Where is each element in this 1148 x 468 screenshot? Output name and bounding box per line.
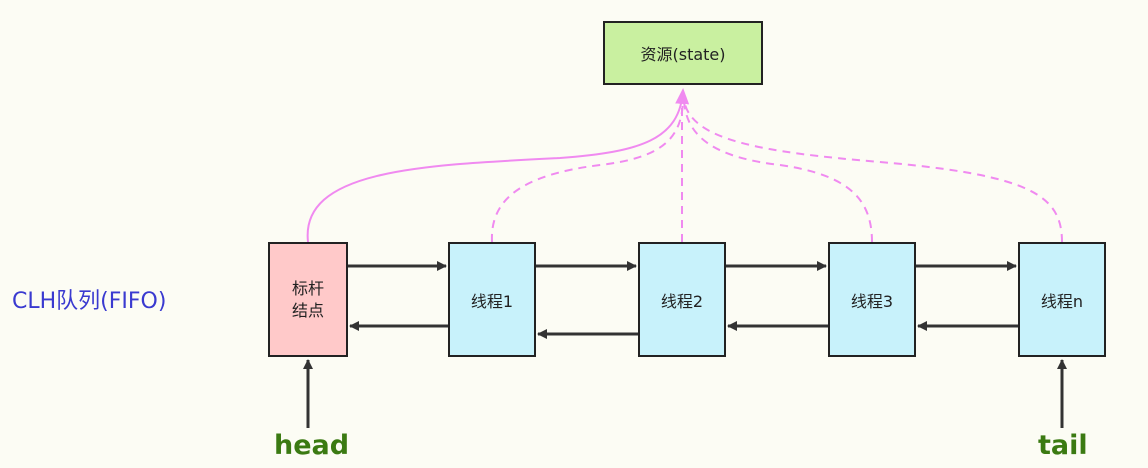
resource-state-node: 资源(state) [603, 21, 763, 85]
clh-queue-label: CLH队列(FIFO) [12, 289, 167, 314]
thread-node-3: 线程3 [828, 242, 916, 357]
thread-node-1: 线程1 [448, 242, 536, 357]
sentinel-node: 标杆 结点 [268, 242, 348, 357]
thread-node-2: 线程2 [638, 242, 726, 357]
sentinel-to-resource-edge [306, 88, 690, 243]
tail-pointer-label: tail [1038, 430, 1088, 461]
head-pointer-label: head [274, 430, 350, 461]
threadn-to-resource-edge [683, 99, 1063, 243]
thread3-to-resource-edge [683, 99, 873, 243]
thread-node-n: 线程n [1018, 242, 1106, 357]
thread1-to-resource-edge [490, 99, 684, 243]
